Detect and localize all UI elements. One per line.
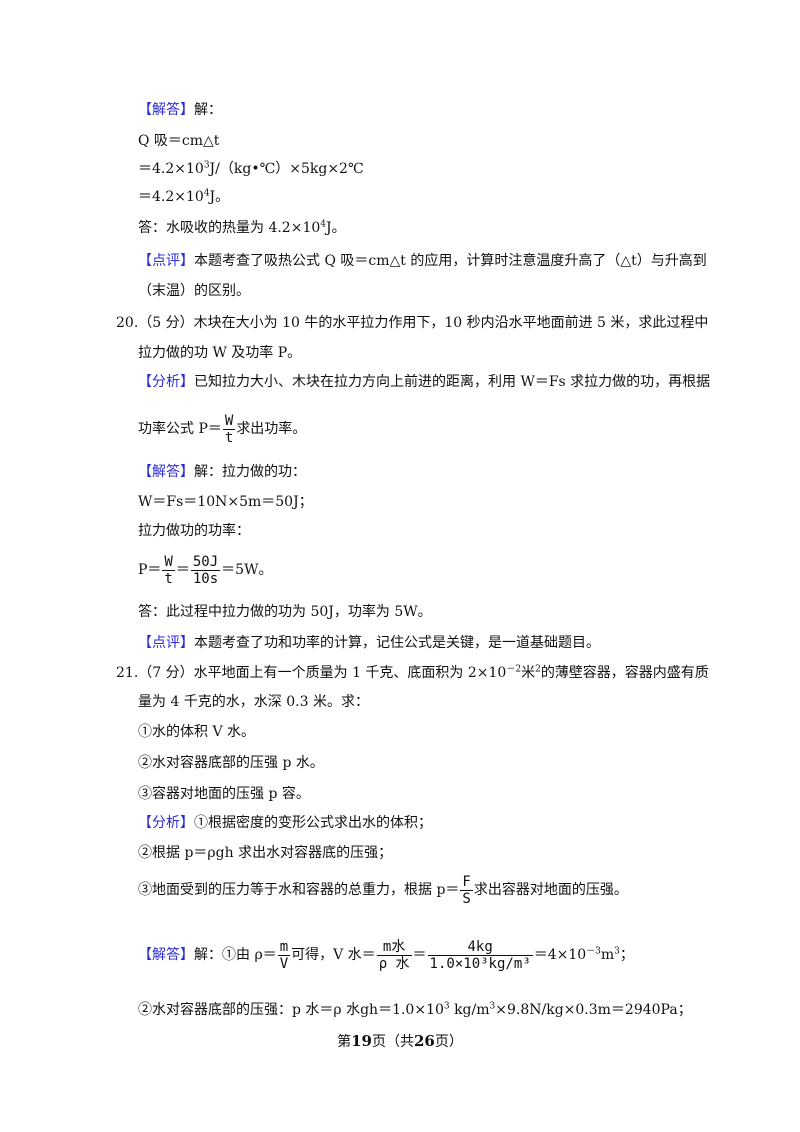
question-20-line-1: 20.（5 分）木块在大小为 10 牛的水平拉力作用下，10 秒内沿水平地面前进… [116, 315, 709, 331]
answer-heading-20: 【解答】解：拉力做的功： [138, 464, 306, 480]
answer-heading-19: 【解答】解： [138, 102, 222, 118]
comment-19-line-1: 【点评】本题考查了吸热公式 Q 吸＝cm△t 的应用，计算时注意温度升高了（△t… [138, 253, 707, 269]
calc-line-2: ＝4.2×104J。 [138, 188, 230, 205]
answer-tag: 【解答】 [138, 102, 194, 118]
comment-19-line-2: （末温）的区别。 [138, 283, 250, 299]
question-21-item-3: ③容器对地面的压强 p 容。 [138, 786, 310, 802]
calc-line-1: ＝4.2×103J/（kg•℃）×5kg×2℃ [138, 160, 364, 177]
work-line: W＝Fs＝10N×5m＝50J； [138, 494, 313, 510]
comment-tag: 【点评】 [138, 253, 194, 269]
answer-21-line-2: ②水对容器底部的压强：p 水＝ρ 水gh＝1.0×103 kg/m3×9.8N/… [138, 1001, 692, 1018]
page-total: 26 [414, 1032, 435, 1050]
power-intro-line: 拉力做功的功率： [138, 523, 250, 539]
analysis-tag: 【分析】 [138, 374, 194, 390]
question-21-item-1: ①水的体积 V 水。 [138, 724, 256, 740]
analysis-21-line-1: 【分析】①根据密度的变形公式求出水的体积； [138, 815, 432, 831]
question-21-line-1: 21.（7 分）水平地面上有一个质量为 1 千克、底面积为 2×10－2米2的薄… [116, 664, 709, 681]
answer-line-20: 答：此过程中拉力做的功为 50J，功率为 5W。 [138, 604, 432, 620]
analysis-21-line-2: ②根据 p＝ρgh 求出水对容器底的压强； [138, 845, 393, 861]
question-21-line-2: 量为 4 千克的水，水深 0.3 米。求： [138, 694, 369, 710]
page-footer: 第19页（共26页） [337, 1032, 463, 1050]
comment-20: 【点评】本题考查了功和功率的计算，记住公式是关键，是一道基础题目。 [138, 635, 600, 651]
answer-line-19: 答：水吸收的热量为 4.2×104J。 [138, 219, 346, 236]
analysis-20-line-1: 【分析】已知拉力大小、木块在拉力方向上前进的距离，利用 W＝Fs 求拉力做的功，… [138, 374, 711, 390]
question-21-item-2: ②水对容器底部的压强 p 水。 [138, 755, 324, 771]
formula-line: Q 吸＝cm△t [138, 133, 220, 149]
question-20-line-2: 拉力做的功 W 及功率 P。 [138, 345, 302, 361]
page-number: 19 [351, 1032, 372, 1050]
